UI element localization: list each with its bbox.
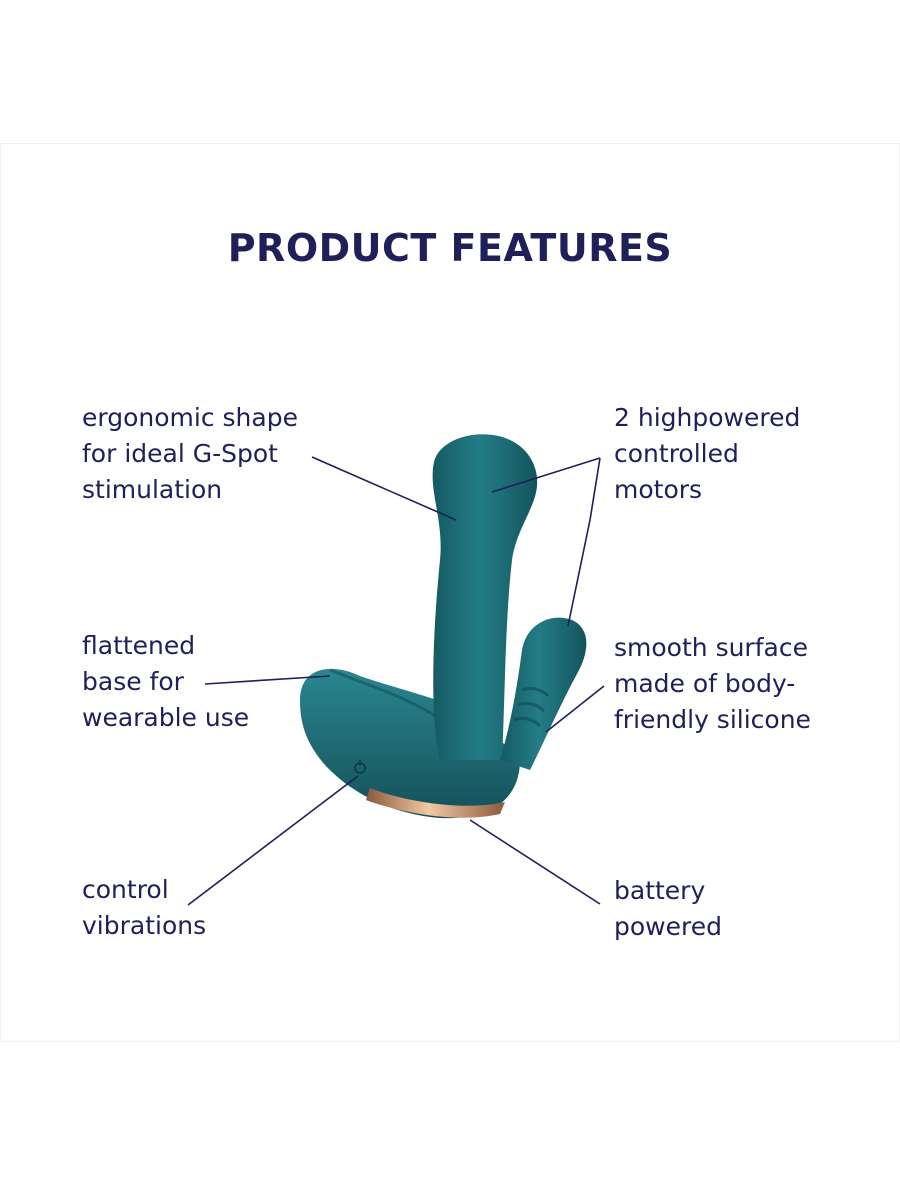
- feature-line: base for: [82, 667, 184, 696]
- feature-line: motors: [614, 475, 703, 504]
- callout-line-motors-a: [491, 457, 601, 493]
- feature-line: vibrations: [82, 911, 207, 940]
- product-shaft: [432, 434, 538, 760]
- feature-flattened: flattened base for wearable use: [82, 628, 249, 736]
- callout-line-flattened: [204, 675, 331, 685]
- feature-battery: battery powered: [614, 873, 722, 945]
- feature-line: friendly silicone: [614, 705, 811, 734]
- feature-control: control vibrations: [82, 872, 206, 944]
- feature-line: controlled: [614, 439, 739, 468]
- feature-line: for ideal G-Spot: [82, 439, 278, 468]
- feature-line: wearable use: [82, 703, 250, 732]
- feature-line: made of body-: [614, 669, 796, 698]
- feature-line: flattened: [82, 631, 196, 660]
- power-icon: [354, 760, 366, 774]
- feature-line: battery: [614, 876, 706, 905]
- callout-line-smooth: [545, 685, 605, 733]
- product-ring: [366, 788, 505, 818]
- callout-line-ergonomic: [311, 456, 457, 521]
- arm-ridge-3: [513, 716, 542, 728]
- feature-smooth: smooth surface made of body- friendly si…: [614, 630, 811, 738]
- callout-line-battery: [469, 819, 601, 905]
- feature-line: ergonomic shape: [82, 403, 298, 432]
- feature-line: powered: [614, 912, 722, 941]
- feature-motors: 2 highpowered controlled motors: [614, 400, 800, 508]
- callout-line-control: [187, 775, 359, 906]
- page-title: PRODUCT FEATURES: [227, 226, 673, 270]
- feature-line: 2 highpowered: [614, 403, 801, 432]
- feature-ergonomic: ergonomic shape for ideal G-Spot stimula…: [82, 400, 298, 508]
- arm-ridge-1: [521, 686, 550, 698]
- product-base: [300, 668, 520, 819]
- arm-ridge-2: [517, 701, 546, 713]
- feature-line: stimulation: [82, 475, 223, 504]
- callout-line-motors-b: [567, 457, 601, 627]
- feature-line: smooth surface: [614, 633, 808, 662]
- feature-line: control: [82, 875, 169, 904]
